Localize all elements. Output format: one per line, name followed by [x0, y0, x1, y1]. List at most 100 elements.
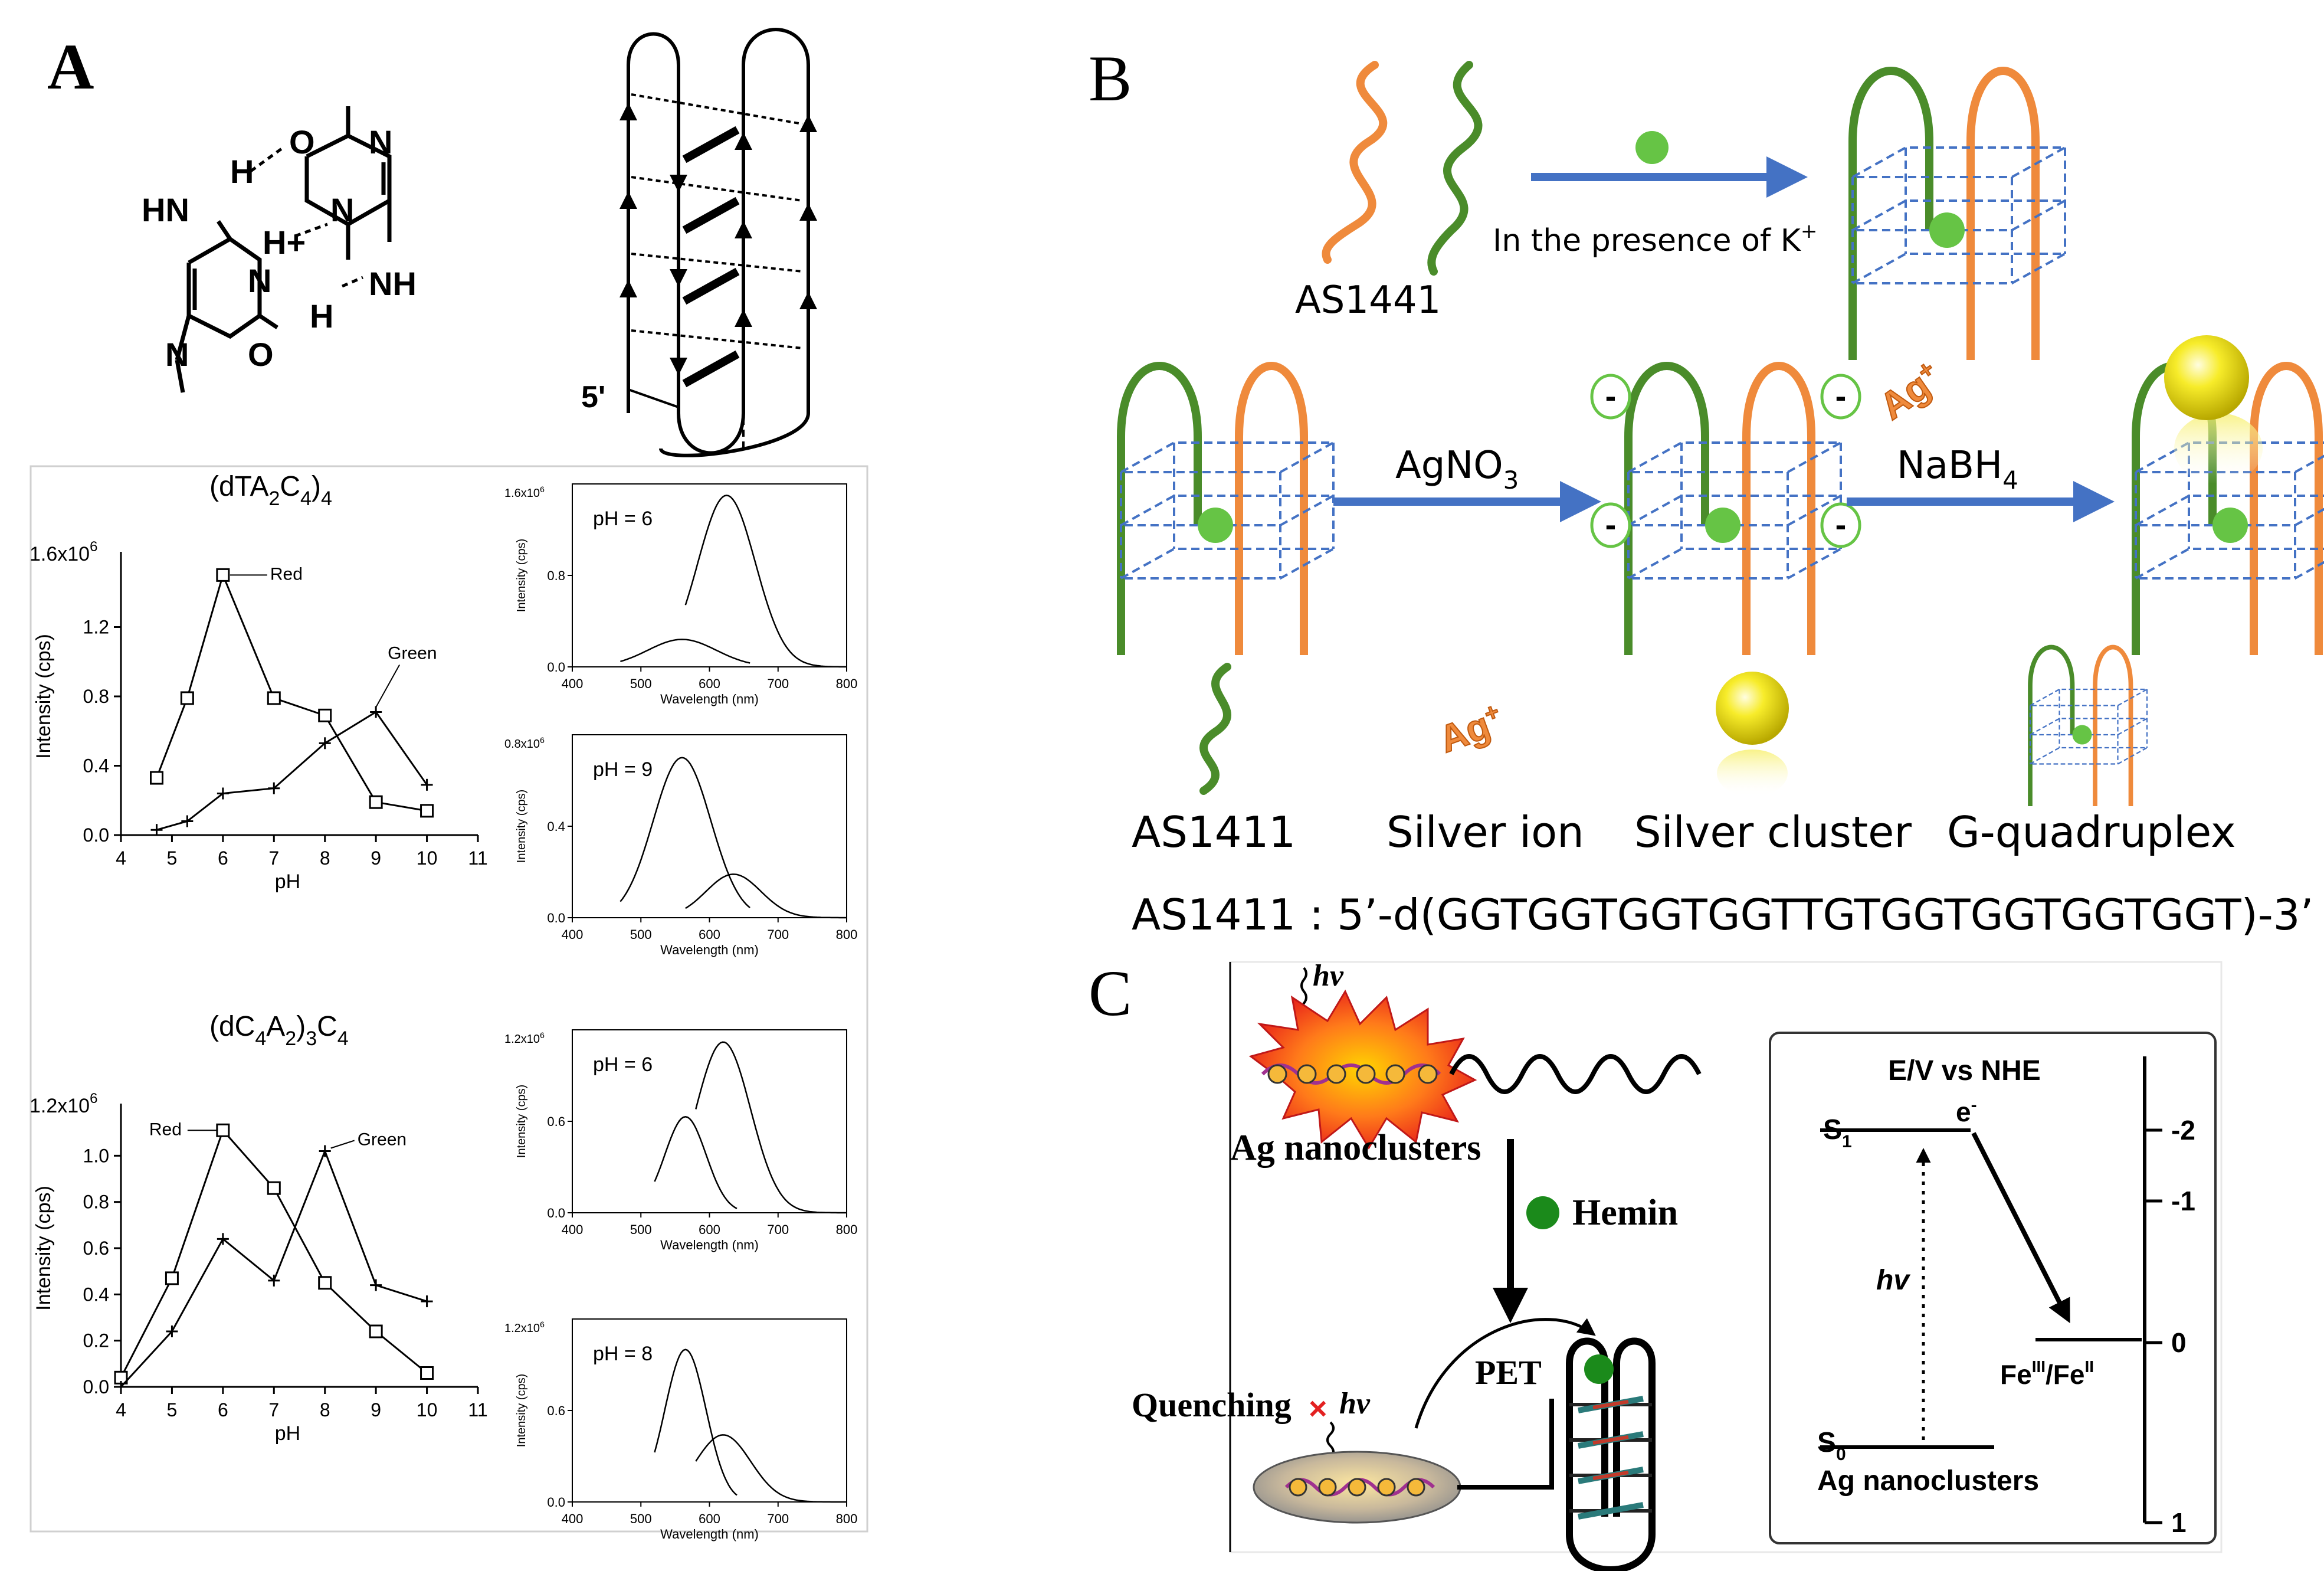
orange-strand-loop — [2093, 644, 2133, 807]
minus-1: - — [1605, 377, 1617, 414]
potassium-dot — [1635, 131, 1669, 164]
x-tick-label: 600 — [699, 927, 720, 942]
y-max-label: 1.2x106 — [504, 1030, 545, 1046]
orange-strand-loop — [2250, 362, 2323, 655]
y-max-label: 1.2x106 — [504, 1320, 545, 1335]
minus-4: - — [1835, 506, 1847, 543]
quenching-label: Quenching — [1132, 1386, 1292, 1424]
tetrad-plane — [2027, 747, 2150, 765]
dna-beads-bottom — [1289, 1478, 1425, 1497]
y-axis-label: Intensity (cps) — [515, 539, 528, 612]
energy-ticks: -2-101 — [2145, 1115, 2195, 1538]
tetrad-plane — [2131, 495, 2324, 526]
x-tick-label: 700 — [767, 1511, 789, 1526]
data-point-plus — [370, 706, 382, 718]
x-tick-label: 8 — [320, 847, 330, 869]
data-point-plus — [370, 1279, 382, 1291]
chart-frame — [29, 465, 868, 1533]
y-tick-label: 0.4 — [83, 1284, 109, 1305]
y-max-label: 0.8x106 — [504, 735, 545, 751]
data-point-plus — [115, 1381, 127, 1393]
legend-g-quadruplex-label: G-quadruplex — [1947, 807, 2236, 857]
ph-label: pH = 6 — [593, 508, 653, 530]
y-tick-label: 0.0 — [547, 911, 565, 925]
pet-label: PET — [1475, 1353, 1542, 1392]
orange-strand-loop — [1235, 362, 1308, 655]
x-tick-label: 600 — [699, 676, 720, 691]
x-tick-label: 7 — [268, 847, 279, 869]
data-point-square — [180, 691, 194, 705]
linker — [1457, 1399, 1554, 1490]
y-tick-label: 1.2 — [83, 617, 109, 638]
electron-transfer-arrow — [1971, 1132, 2070, 1324]
hemin-dot — [1526, 1196, 1559, 1229]
x-tick-label: 500 — [630, 1511, 652, 1526]
green-strand-loop — [1848, 67, 1933, 360]
series-line-red — [156, 572, 427, 812]
tetrad-plane — [1116, 441, 1338, 473]
atom-n-bottom: N — [165, 336, 189, 373]
data-point-plus — [319, 1145, 331, 1157]
data-point-plus — [217, 1233, 229, 1245]
silver-cluster-large — [2164, 335, 2249, 420]
y-tick-label: 0.0 — [83, 1376, 109, 1397]
pet-arc — [1414, 1318, 1596, 1429]
x-tick-label: 400 — [562, 927, 584, 942]
nabh4-label: NaBH4 — [1897, 444, 2018, 495]
g-quadruplex-top — [1848, 67, 2070, 360]
legend-g-quadruplex — [2027, 644, 2150, 807]
negative-charges — [1590, 374, 1861, 548]
energy-hv: hv — [1876, 1265, 1910, 1296]
bound-hemin-dot — [1584, 1354, 1614, 1384]
data-point-square — [369, 1324, 383, 1338]
potassium-ion — [2072, 725, 2092, 745]
legend-silver-ion: Silver ion — [1386, 807, 1584, 857]
spectrum-peak — [619, 757, 750, 909]
annotation-leader — [330, 1140, 355, 1149]
tetrad-plane — [2027, 688, 2150, 706]
spectrum-peak — [685, 873, 846, 919]
s0-label: S0 — [1817, 1427, 1846, 1464]
k-label: In the presence of K+ — [1493, 220, 1817, 258]
electron-label: e- — [1956, 1095, 1977, 1127]
x-axis-label: Wavelength (nm) — [660, 942, 759, 957]
as1441-strands — [1322, 61, 1483, 276]
atom-o-2: O — [248, 336, 274, 373]
legend-silver-cluster — [1716, 672, 1789, 745]
data-point-plus — [421, 778, 433, 791]
data-point-plus — [166, 1325, 178, 1337]
series-line-green — [156, 711, 428, 831]
y-tick-label: 0.0 — [547, 1495, 565, 1510]
y-axis-label: Intensity (cps) — [32, 634, 55, 759]
hemin-label: Hemin — [1572, 1193, 1678, 1233]
y-tick-label: 0.4 — [547, 819, 565, 834]
legend-as1411: AS1411 — [1132, 807, 1296, 857]
spectrum-peak — [654, 1349, 737, 1496]
orange-strand-loop — [1742, 362, 1815, 655]
data-point-square — [216, 568, 230, 582]
data-point-square — [150, 771, 163, 785]
hv-top: hv — [1313, 959, 1344, 993]
tetrad-plane — [1624, 495, 1846, 526]
series-line-red — [120, 1128, 428, 1379]
y-max-label: 1.6x106 — [504, 485, 545, 500]
x-tick-label: 600 — [699, 1511, 720, 1526]
energy-tick-label: -2 — [2171, 1115, 2195, 1145]
fe-label: FeIII/FeII — [2000, 1357, 2094, 1390]
potassium-ion — [1198, 508, 1233, 543]
data-point-square — [318, 708, 332, 722]
x-tick-label: 700 — [767, 1222, 789, 1237]
legend-labels: AS1411 Silver ion Silver cluster G-quadr… — [1132, 807, 2236, 857]
x-tick-label: 10 — [417, 1399, 438, 1421]
x-axis-label: Wavelength (nm) — [660, 692, 759, 706]
minus-2: - — [1605, 506, 1617, 543]
tetrad-plane — [1848, 199, 2070, 231]
data-point-plus — [181, 815, 194, 827]
data-point-square — [165, 1271, 179, 1285]
data-point-plus — [421, 1295, 433, 1308]
energy-tick-label: -1 — [2171, 1186, 2195, 1216]
